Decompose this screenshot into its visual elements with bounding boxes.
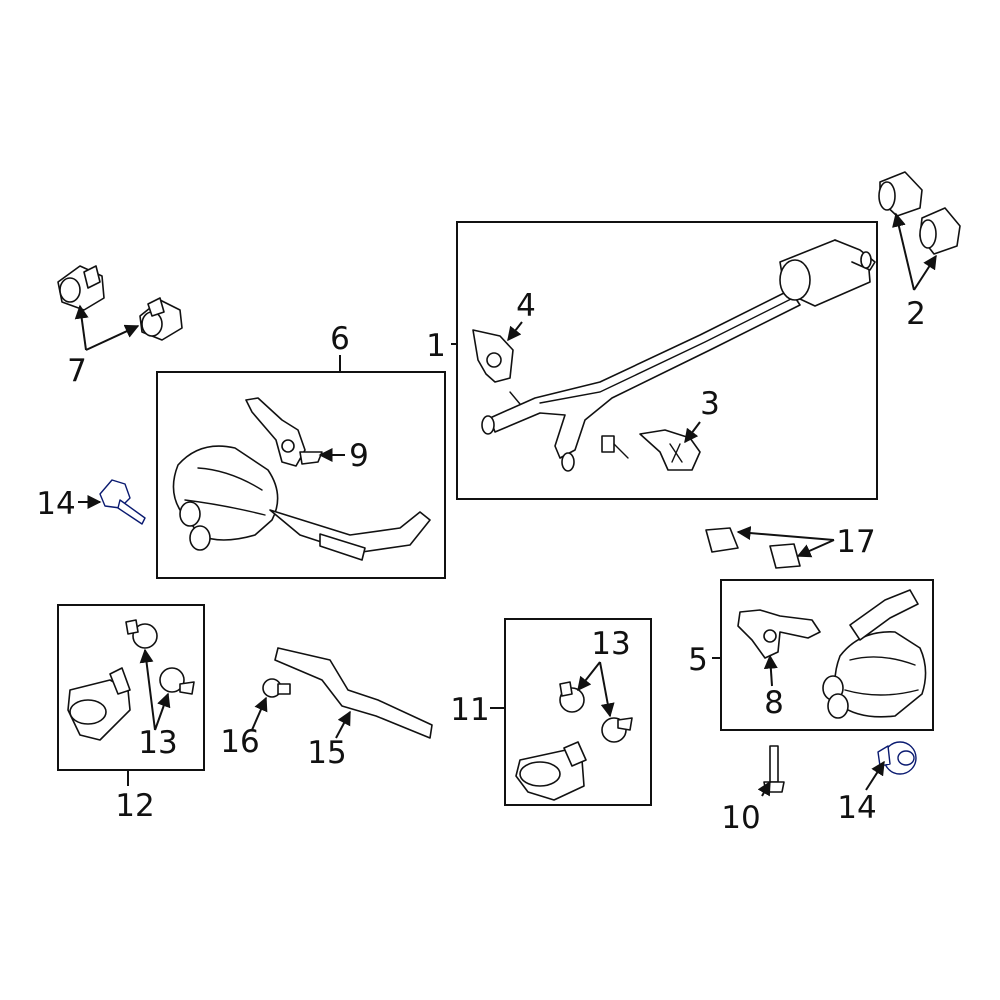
callout-14-left: 14	[36, 486, 75, 522]
tailpipe-tip-12	[67, 667, 131, 741]
callout-13-left: 13	[138, 725, 177, 761]
callout-6: 6	[330, 321, 350, 357]
hanger-8	[737, 609, 821, 659]
callout-16: 16	[220, 724, 259, 760]
callout-10: 10	[721, 800, 760, 836]
bushing-14-right	[877, 741, 917, 775]
grommet-16	[262, 678, 291, 698]
group-frame-1	[456, 221, 878, 500]
callout-15: 15	[307, 735, 346, 771]
bushing-14-left	[99, 479, 146, 525]
clamp-2	[878, 171, 961, 255]
hanger-9	[245, 397, 323, 467]
hanger-4	[472, 329, 514, 383]
bolt-10	[763, 745, 785, 793]
clamp-13-left	[125, 619, 195, 695]
callout-13-mid: 13	[591, 626, 630, 662]
callout-2: 2	[906, 296, 926, 332]
clamp-7	[57, 265, 183, 341]
callout-9: 9	[349, 438, 369, 474]
callout-11: 11	[450, 692, 489, 728]
rear-muffler-6	[172, 445, 431, 561]
leader-lines	[74, 212, 937, 797]
callout-17: 17	[836, 524, 875, 560]
tailpipe-tip-11	[515, 741, 587, 801]
group-frame-6	[156, 371, 446, 579]
callout-3: 3	[700, 386, 720, 422]
callout-1: 1	[426, 328, 446, 364]
clamp-13-mid	[559, 681, 633, 743]
group-frame-5	[720, 579, 934, 731]
callout-14-right: 14	[837, 790, 876, 826]
callout-5: 5	[688, 642, 708, 678]
group-frame-12	[57, 604, 205, 771]
bump-stop-17	[705, 527, 801, 569]
callout-4: 4	[516, 288, 536, 324]
callout-7: 7	[67, 353, 87, 389]
center-exhaust-pipe	[481, 239, 876, 472]
group-frame-11	[504, 618, 652, 806]
callout-8: 8	[764, 685, 784, 721]
hanger-3	[639, 429, 701, 471]
callout-12: 12	[115, 788, 154, 824]
rear-muffler-5	[822, 589, 927, 719]
heat-shield-15	[274, 647, 433, 739]
